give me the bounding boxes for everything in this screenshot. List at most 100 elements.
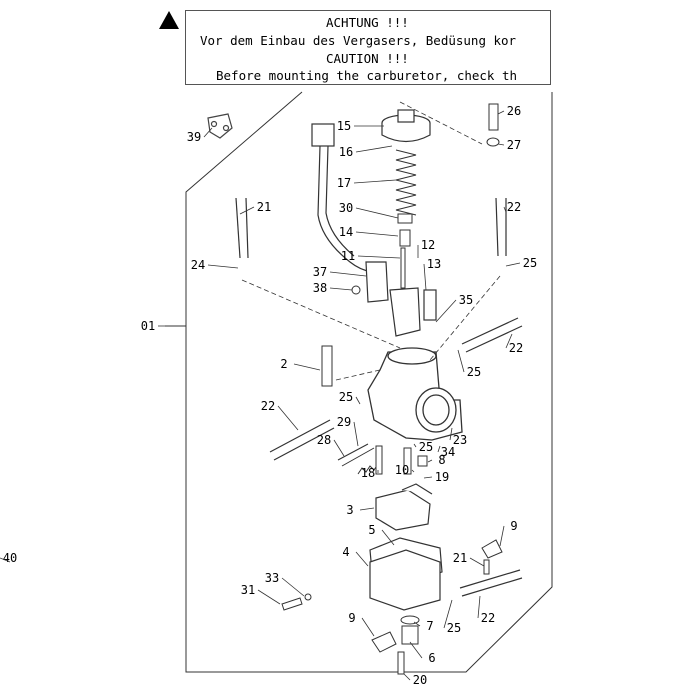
callout-leader-20 [403,673,411,681]
callout-37: 37 [313,265,327,279]
callout-leader-24 [207,264,239,269]
callout-7: 7 [426,619,433,633]
part-11-needle [400,247,406,289]
callout-38: 38 [313,281,327,295]
callout-14: 14 [339,225,353,239]
callout-leader-14 [355,231,399,237]
caution-line-en-text: Before mounting the carburetor, check th [216,68,518,83]
callout-leader-40 [0,557,11,563]
callout-leader-9 [361,617,375,637]
callout-18: 18 [361,466,375,480]
callout-22: 22 [509,341,523,355]
warning-icon [159,11,179,29]
callout-16: 16 [339,145,353,159]
callout-9: 9 [510,519,517,533]
callout-leader-16 [355,145,393,153]
callout-leader-9 [499,525,505,547]
part-19-spring [395,149,417,216]
part-21-screw-upper [483,559,490,575]
callout-leader-39 [203,127,213,138]
part-14 [399,229,411,247]
callout-leader-37 [329,271,367,277]
callout-01: 01 [141,319,155,333]
callout-15: 15 [337,119,351,133]
callout-22: 22 [261,399,275,413]
part-2-screw [321,345,333,387]
callout-leader-30 [355,207,399,219]
callout-11: 11 [341,249,355,263]
callout-22: 22 [481,611,495,625]
callout-26: 26 [507,104,521,118]
part-38-slide [365,261,437,337]
callout-leader-38 [329,287,353,291]
part-31 [397,213,413,224]
callout-35: 35 [459,293,473,307]
callout-leader-13 [423,263,427,291]
callout-leader-17 [353,179,397,184]
callout-leader-21 [469,557,485,567]
caution-line-de-title: ACHTUNG !!! [326,15,409,30]
part-33-screw [281,597,303,611]
part-21-screw-lower [397,651,405,675]
callout-leader-4 [355,551,369,567]
callout-leader-5 [381,529,395,546]
callout-leader-22 [503,206,507,213]
callout-22: 22 [507,200,521,214]
callout-leader-26 [497,110,505,115]
callout-34: 34 [441,445,455,459]
callout-12: 12 [421,238,435,252]
callout-20: 20 [413,673,427,687]
jets [375,445,428,475]
callout-5: 5 [368,523,375,537]
assembly-frame [185,91,553,673]
caution-line-de-text: Vor dem Einbau des Vergasers, Bedüsung k… [200,33,517,48]
part-15-cap [381,109,431,143]
callout-leader-8 [427,459,433,463]
part-4-float-bowl [369,549,441,611]
callout-leader-6 [409,641,423,659]
carburetor-body [367,347,463,441]
callout-leader-10 [411,469,415,473]
callout-25: 25 [419,440,433,454]
part-27-screw [488,103,499,131]
caution-line-en-title: CAUTION !!! [326,51,409,66]
callout-leader-29 [353,421,359,447]
callout-leader-19 [423,476,433,479]
callout-3: 3 [346,503,353,517]
callout-23: 23 [453,433,467,447]
callout-leader-2 [293,363,321,371]
callout-17: 17 [337,176,351,190]
hose-22-right [461,317,523,353]
callout-40: 40 [3,551,17,565]
callout-25: 25 [447,621,461,635]
part-39-screw [351,285,361,295]
dashed-connectors [241,101,501,381]
callout-leader-31 [257,589,281,605]
part-6-plug [401,625,419,645]
throttle-cable [311,123,373,273]
callout-leader-28 [333,439,345,457]
callout-21: 21 [453,551,467,565]
caution-notice-box: ACHTUNG !!! Vor dem Einbau des Vergasers… [185,10,551,85]
callout-leader-22 [477,595,481,619]
callout-leader-33 [281,577,305,597]
hose-22-lower-left [269,419,335,461]
callout-leader-27 [497,143,505,146]
callout-leader-25 [413,443,417,448]
callout-31: 31 [241,583,255,597]
callout-leader-35 [435,299,457,323]
hose-22-right-top [495,197,507,257]
callout-leader-25 [443,599,453,629]
callout-13: 13 [427,257,441,271]
callout-30: 30 [339,201,353,215]
callout-33: 33 [265,571,279,585]
callout-9: 9 [348,611,355,625]
callout-4: 4 [342,545,349,559]
callout-leader-22 [277,405,299,431]
callout-leader-21 [239,206,255,215]
callout-28: 28 [317,433,331,447]
part-9-bracket-lower [371,631,397,653]
callout-leader-25 [355,396,361,405]
callout-25: 25 [467,365,481,379]
